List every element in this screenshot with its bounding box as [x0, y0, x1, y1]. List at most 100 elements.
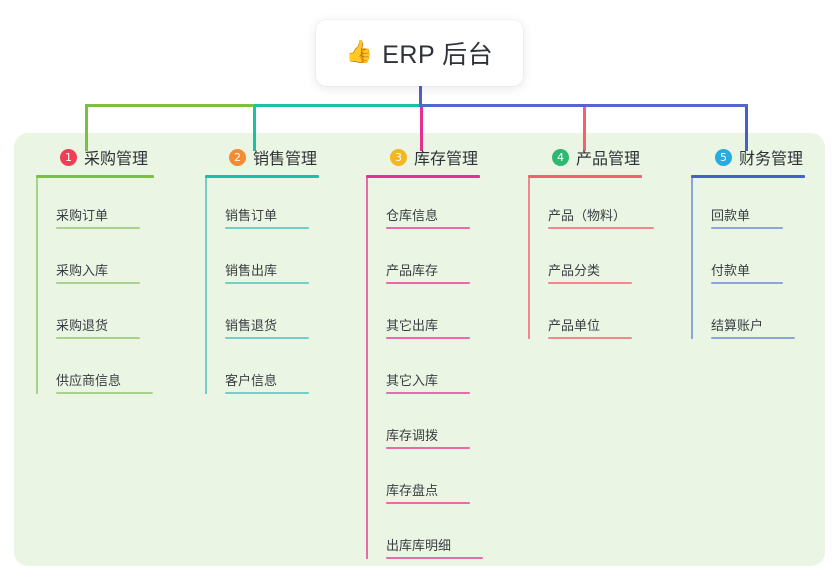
column-header-5[interactable]: 5 财务管理 — [691, 145, 803, 169]
leaf-item[interactable]: 其它出库 — [386, 309, 470, 339]
leaf-label: 供应商信息 — [56, 373, 122, 388]
column-4: 4 产品管理产品（物料） 产品分类产品单位 — [528, 145, 654, 339]
bus-segment-mid — [254, 104, 421, 107]
leaf-label: 采购入库 — [56, 263, 109, 278]
leaf-rule — [56, 392, 153, 394]
leaf-label: 其它出库 — [386, 318, 439, 333]
leaf-item[interactable]: 库存调拨 — [386, 419, 470, 449]
leaf-label: 销售出库 — [225, 263, 278, 278]
column-spine-2 — [205, 178, 207, 394]
leaf-rule — [711, 227, 783, 229]
leaf-rule — [711, 337, 795, 339]
column-header-3[interactable]: 3 库存管理 — [366, 145, 478, 169]
column-title-5: 财务管理 — [739, 151, 804, 168]
column-rule-4 — [528, 175, 642, 178]
leaf-item[interactable]: 付款单 — [711, 254, 783, 284]
column-badge-4: 4 — [552, 148, 569, 166]
leaf-rule — [386, 502, 470, 504]
leaf-rule — [386, 337, 470, 339]
leaf-rule — [225, 227, 309, 229]
leaf-label: 出库库明细 — [386, 538, 452, 553]
leaf-item[interactable]: 结算账户 — [711, 309, 795, 339]
leaf-rule — [386, 447, 470, 449]
column-rule-3 — [366, 175, 480, 178]
leaf-rule — [386, 392, 470, 394]
leaf-label: 仓库信息 — [386, 208, 439, 223]
column-drop-connector-5 — [745, 107, 748, 151]
bus-segment-right — [419, 104, 748, 107]
column-title-4: 产品管理 — [576, 151, 641, 168]
leaf-item[interactable]: 销售订单 — [225, 199, 309, 229]
leaf-item[interactable]: 采购入库 — [56, 254, 140, 284]
column-spine-3 — [366, 178, 368, 559]
leaf-item[interactable]: 其它入库 — [386, 364, 470, 394]
column-drop-connector-2 — [253, 107, 256, 151]
root-stem-connector — [419, 86, 422, 107]
leaf-label: 采购订单 — [56, 208, 109, 223]
column-title-1: 采购管理 — [84, 151, 149, 168]
column-rule-1 — [36, 175, 154, 178]
leaf-rule — [225, 282, 309, 284]
leaf-rule — [548, 227, 654, 229]
diagram-panel — [14, 133, 825, 566]
column-badge-1: 1 — [60, 148, 77, 166]
column-header-2[interactable]: 2 销售管理 — [205, 145, 317, 169]
leaf-rule — [225, 337, 309, 339]
leaf-item[interactable]: 供应商信息 — [56, 364, 153, 394]
column-badge-3: 3 — [390, 148, 407, 166]
bus-segment-left — [85, 104, 256, 107]
leaf-item[interactable]: 产品单位 — [548, 309, 632, 339]
root-node[interactable]: 👍 ERP 后台 — [316, 20, 523, 86]
leaf-label: 产品单位 — [548, 318, 601, 333]
leaf-label: 产品（物料） — [548, 208, 627, 223]
leaf-item[interactable]: 采购退货 — [56, 309, 140, 339]
leaf-label: 销售退货 — [225, 318, 278, 333]
column-spine-1 — [36, 178, 38, 394]
leaf-item[interactable]: 客户信息 — [225, 364, 309, 394]
leaf-rule — [386, 227, 470, 229]
leaf-item[interactable]: 回款单 — [711, 199, 783, 229]
leaf-rule — [548, 282, 632, 284]
column-badge-5: 5 — [715, 148, 732, 166]
column-drop-connector-3 — [420, 107, 423, 151]
column-badge-2: 2 — [229, 148, 246, 166]
thumbs-up-icon: 👍 — [345, 39, 374, 64]
leaf-rule — [548, 337, 632, 339]
leaf-label: 产品库存 — [386, 263, 439, 278]
leaf-item[interactable]: 产品（物料） — [548, 199, 654, 229]
leaf-item[interactable]: 产品分类 — [548, 254, 632, 284]
column-header-4[interactable]: 4 产品管理 — [528, 145, 640, 169]
leaf-item[interactable]: 销售退货 — [225, 309, 309, 339]
column-spine-4 — [528, 178, 530, 339]
column-1: 1 采购管理采购订单采购入库采购退货供应商信息 — [36, 145, 154, 394]
column-3: 3 库存管理仓库信息产品库存其它出库其它入库库存调拨库存盘点出库库明细 — [366, 145, 483, 559]
leaf-item[interactable]: 产品库存 — [386, 254, 470, 284]
column-5: 5 财务管理回款单付款单结算账户 — [691, 145, 805, 339]
leaf-rule — [56, 227, 140, 229]
leaf-rule — [386, 282, 470, 284]
leaf-label: 回款单 — [711, 208, 751, 223]
leaf-item[interactable]: 采购订单 — [56, 199, 140, 229]
leaf-rule — [56, 282, 140, 284]
column-drop-connector-1 — [85, 107, 88, 151]
column-title-2: 销售管理 — [253, 151, 318, 168]
leaf-label: 客户信息 — [225, 373, 278, 388]
root-title: ERP 后台 — [382, 41, 494, 69]
leaf-rule — [386, 557, 483, 559]
column-drop-connector-4 — [583, 107, 586, 151]
leaf-label: 采购退货 — [56, 318, 109, 333]
leaf-label: 结算账户 — [711, 318, 764, 333]
leaf-item[interactable]: 销售出库 — [225, 254, 309, 284]
leaf-label: 其它入库 — [386, 373, 439, 388]
leaf-item[interactable]: 出库库明细 — [386, 529, 483, 559]
column-header-1[interactable]: 1 采购管理 — [36, 145, 148, 169]
leaf-item[interactable]: 仓库信息 — [386, 199, 470, 229]
leaf-rule — [225, 392, 309, 394]
leaf-label: 付款单 — [711, 263, 751, 278]
leaf-label: 库存盘点 — [386, 483, 439, 498]
leaf-label: 库存调拨 — [386, 428, 439, 443]
leaf-rule — [711, 282, 783, 284]
column-title-3: 库存管理 — [414, 151, 479, 168]
leaf-item[interactable]: 库存盘点 — [386, 474, 470, 504]
